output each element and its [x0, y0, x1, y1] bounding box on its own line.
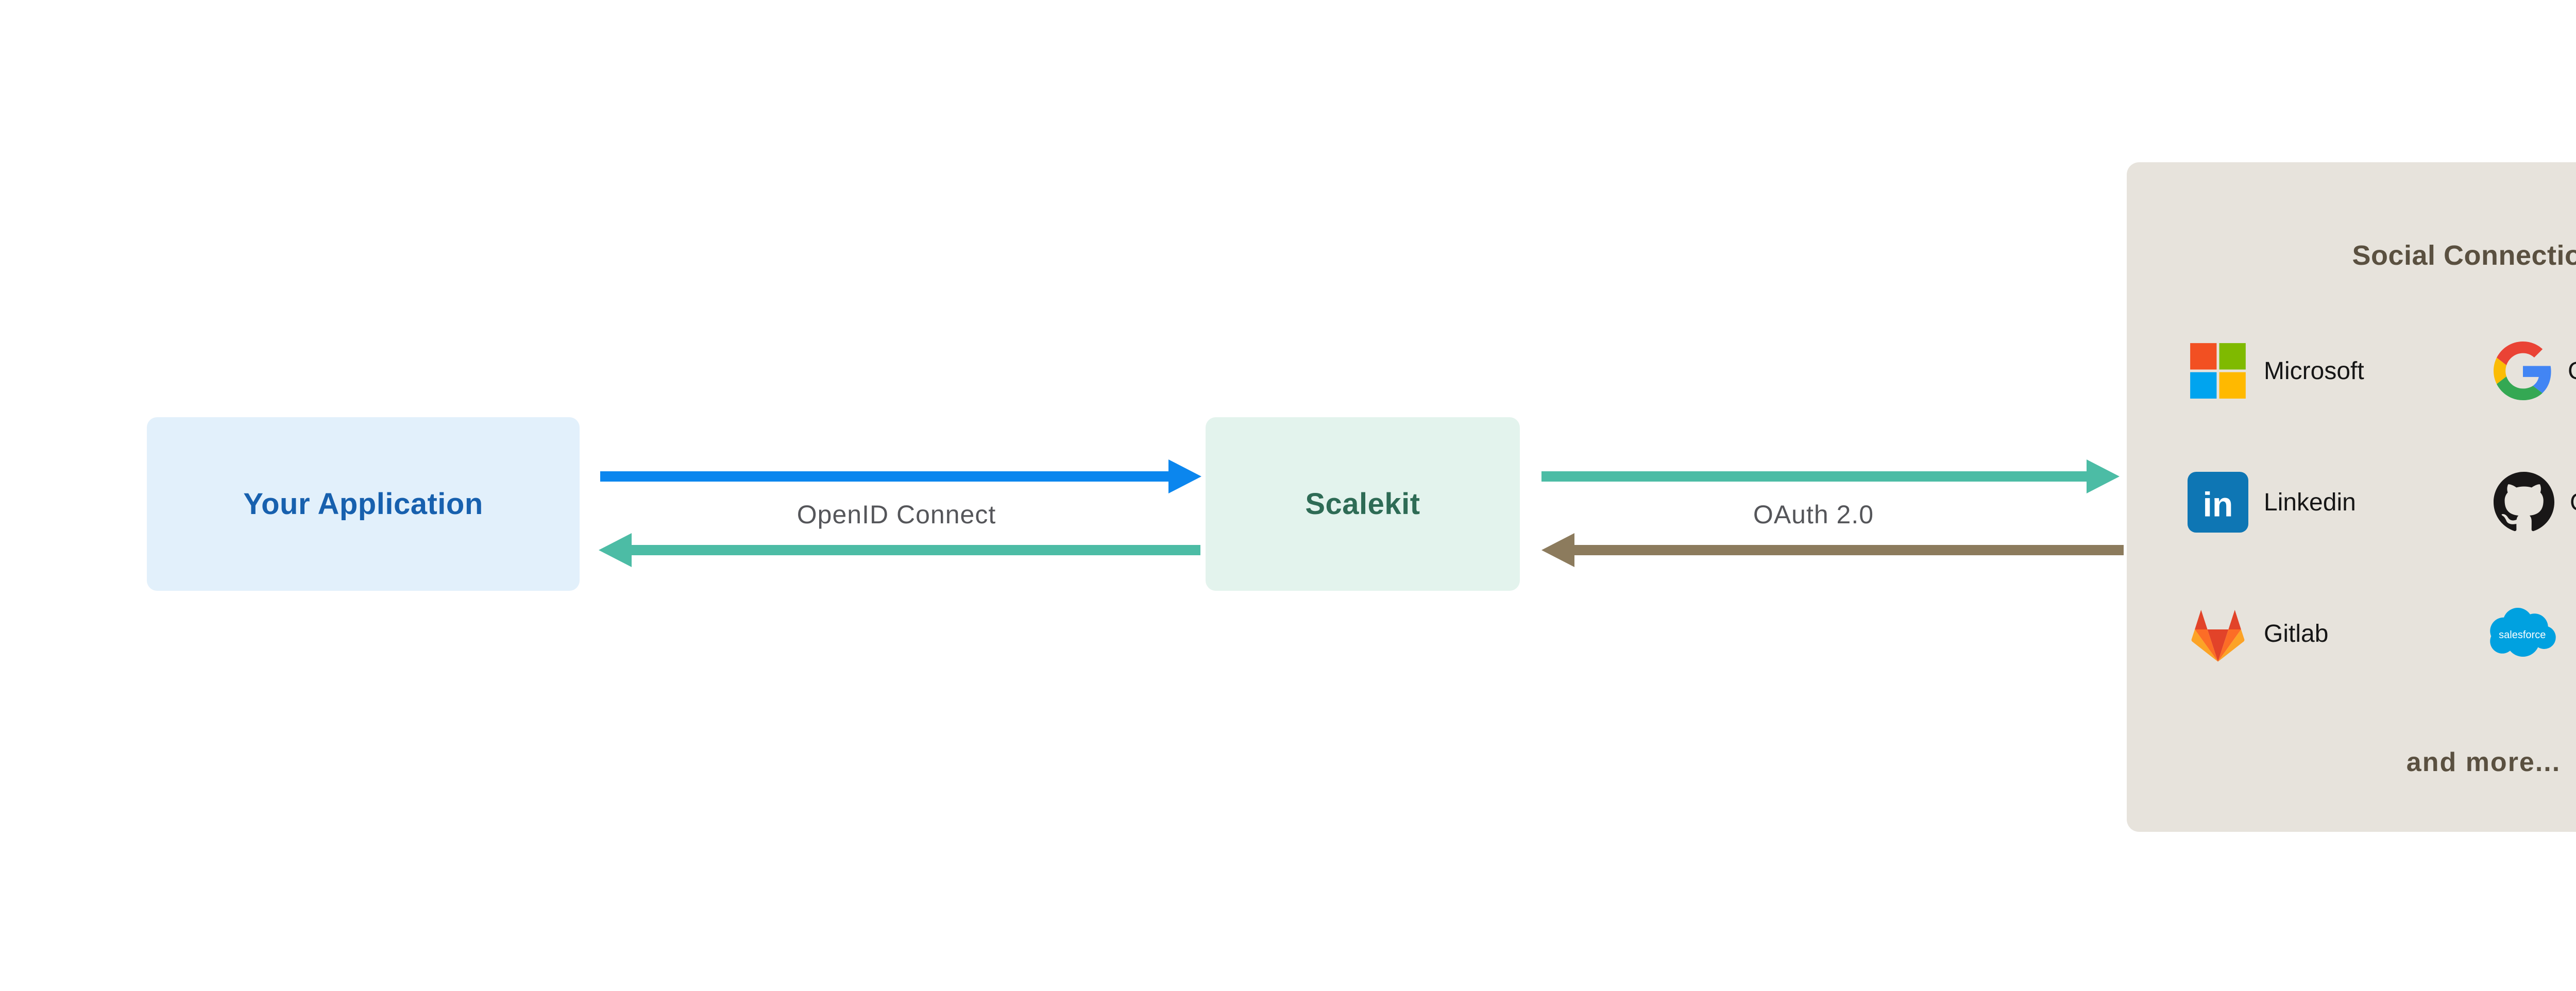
- scalekit-to-social-arrow: [1541, 471, 2087, 482]
- scalekit-to-app-arrowhead-icon: [599, 533, 632, 567]
- your-application-label: Your Application: [243, 487, 483, 521]
- provider-linkedin: in Linkedin: [2188, 464, 2356, 541]
- scalekit-node: Scalekit: [1206, 417, 1520, 591]
- your-application-node: Your Application: [147, 417, 580, 591]
- social-connections-title: Social Connections: [2352, 240, 2576, 271]
- gitlab-icon: [2191, 610, 2245, 662]
- provider-label: Google: [2568, 357, 2576, 385]
- svg-text:in: in: [2203, 486, 2233, 524]
- provider-github: Github: [2494, 464, 2576, 541]
- linkedin-icon: in: [2188, 472, 2248, 533]
- oauth2-label: OAuth 2.0: [1753, 500, 1874, 529]
- and-more-label: and more...: [2406, 747, 2561, 777]
- social-connections-panel: Social Connections Microsoft Google: [2127, 162, 2576, 832]
- provider-label: Microsoft: [2264, 357, 2364, 385]
- provider-label: Gitlab: [2264, 620, 2329, 647]
- google-icon: [2494, 341, 2551, 400]
- provider-salesforce: salesforce Salesforce: [2484, 595, 2576, 672]
- microsoft-icon: [2190, 343, 2246, 399]
- salesforce-icon: salesforce: [2490, 608, 2556, 657]
- scalekit-label: Scalekit: [1305, 487, 1420, 521]
- github-icon: [2494, 472, 2554, 532]
- social-to-scalekit-arrow: [1574, 545, 2124, 555]
- scalekit-to-app-arrow: [632, 545, 1200, 555]
- app-to-scalekit-arrow: [600, 471, 1170, 482]
- svg-text:salesforce: salesforce: [2499, 629, 2546, 641]
- provider-microsoft: Microsoft: [2188, 332, 2364, 409]
- provider-label: Linkedin: [2264, 488, 2356, 516]
- app-to-scalekit-arrowhead-icon: [1168, 459, 1201, 493]
- provider-label: Github: [2570, 488, 2576, 517]
- provider-google: Google: [2494, 332, 2576, 409]
- provider-gitlab: Gitlab: [2188, 595, 2328, 672]
- social-to-scalekit-arrowhead-icon: [1541, 533, 1574, 567]
- scalekit-to-social-arrowhead-icon: [2087, 459, 2120, 493]
- openid-connect-label: OpenID Connect: [796, 500, 996, 529]
